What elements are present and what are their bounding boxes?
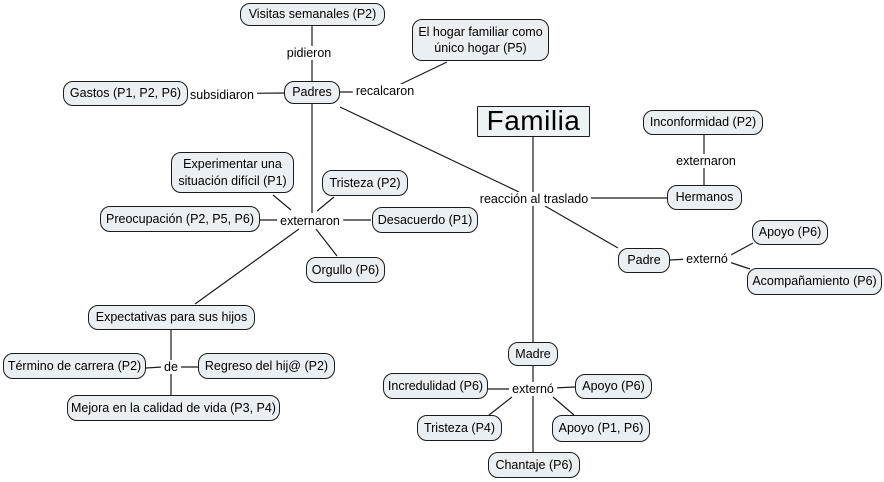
node-chantaje[interactable]: Chantaje (P6) (488, 452, 580, 478)
link-label-externo-madre[interactable]: externó (509, 382, 557, 396)
node-visitas-semanales[interactable]: Visitas semanales (P2) (240, 3, 385, 26)
node-apoyo-p6-madre[interactable]: Apoyo (P6) (575, 374, 652, 399)
connector-line (553, 386, 576, 389)
link-label-recalcaron[interactable]: recalcaron (352, 84, 418, 98)
node-hogar-familiar[interactable]: El hogar familiar como único hogar (P5) (412, 19, 549, 61)
node-termino-carrera[interactable]: Término de carrera (P2) (3, 353, 146, 379)
node-gastos[interactable]: Gastos (P1, P2, P6) (63, 81, 188, 106)
node-preocupacion[interactable]: Preocupación (P2, P5, P6) (100, 206, 260, 232)
node-apoyo-p6-padre[interactable]: Apoyo (P6) (752, 220, 828, 245)
link-label-externaron-hermanos[interactable]: externaron (673, 154, 739, 168)
connector-line (194, 228, 300, 305)
node-orgullo[interactable]: Orgullo (P6) (306, 257, 385, 283)
connector-line (272, 194, 292, 211)
node-padres[interactable]: Padres (284, 81, 340, 104)
link-label-de[interactable]: de (161, 360, 181, 374)
node-madre[interactable]: Madre (508, 342, 558, 366)
connector-line (398, 61, 448, 86)
node-inconformidad[interactable]: Inconformidad (P2) (643, 110, 763, 135)
node-hermanos[interactable]: Hermanos (667, 185, 742, 210)
link-label-reaccion-al-traslado[interactable]: reacción al traslado (476, 192, 592, 206)
connector-line (339, 106, 520, 193)
connector-line (145, 366, 163, 369)
connector-line (552, 396, 575, 416)
node-tristeza-p2[interactable]: Tristeza (P2) (322, 170, 408, 196)
connector-line (728, 242, 754, 257)
connector-line (315, 228, 338, 257)
link-label-externaron-padres[interactable]: externaron (277, 214, 343, 228)
link-label-pidieron[interactable]: pidieron (283, 46, 335, 60)
node-experimentar-situacion[interactable]: Experimentar una situación difícil (P1) (171, 152, 294, 193)
node-desacuerdo[interactable]: Desacuerdo (P1) (372, 207, 478, 233)
node-tristeza-p4[interactable]: Tristeza (P4) (417, 415, 502, 441)
node-expectativas[interactable]: Expectativas para sus hijos (88, 305, 255, 330)
connector-line (544, 205, 619, 249)
connector-line (316, 196, 335, 212)
link-label-subsidiaron[interactable]: subsidiaron (187, 88, 257, 102)
node-incredulidad[interactable]: Incredulidad (P6) (383, 373, 488, 399)
node-apoyo-p1-p6[interactable]: Apoyo (P1, P6) (552, 415, 650, 442)
connector-line (488, 396, 513, 416)
node-regreso-hijo[interactable]: Regreso del hij@ (P2) (198, 353, 335, 379)
node-mejora-calidad-vida[interactable]: Mejora en la calidad de vida (P3, P4) (67, 395, 280, 421)
node-padre[interactable]: Padre (618, 248, 670, 273)
node-acompanamiento[interactable]: Acompañamiento (P6) (747, 268, 882, 295)
connector-line (728, 261, 751, 270)
node-familia[interactable]: Familia (477, 105, 590, 137)
link-label-externo-padre[interactable]: externó (683, 252, 731, 266)
